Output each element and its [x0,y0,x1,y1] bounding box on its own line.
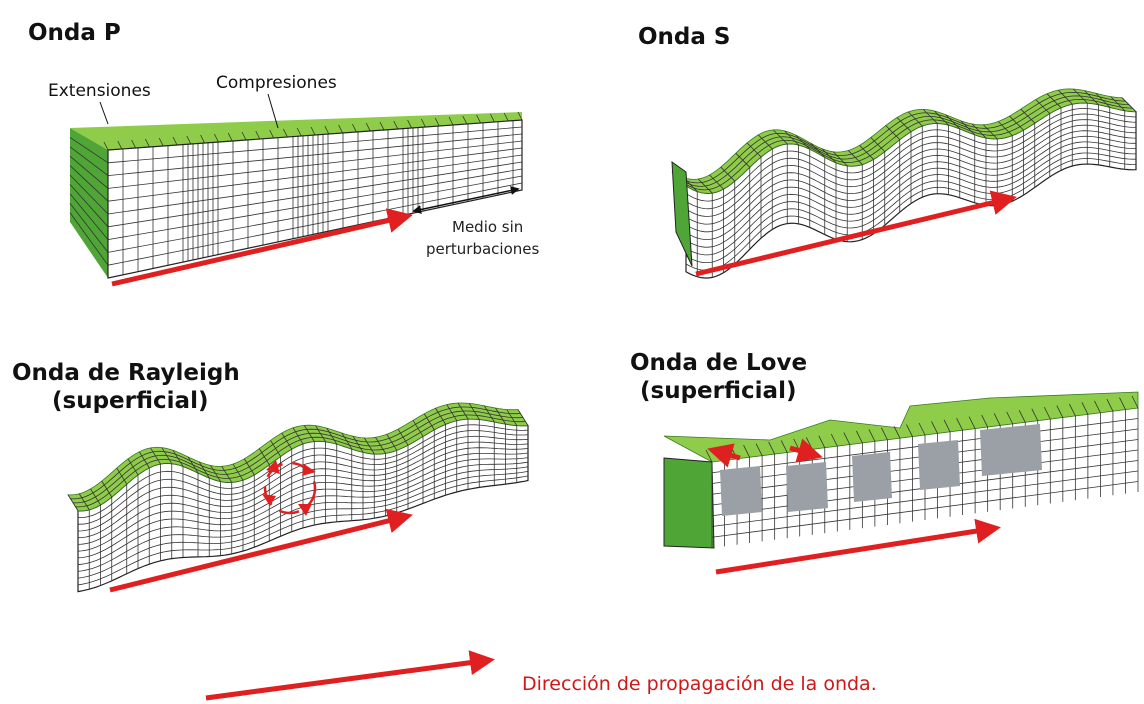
label-compressions: Compresiones [216,73,337,93]
undisturbed-span-arrow [412,186,520,214]
p-wave-panel: Onda P Extensiones Compresiones Medio si… [28,20,540,287]
p-wave-block [69,111,523,279]
s-wave-block [671,88,1138,279]
label-extensions: Extensiones [48,81,151,101]
p-wave-propagation-arrow [111,208,413,287]
rayleigh-wave-block [67,402,529,593]
rayleigh-grid [67,402,529,590]
label-undisturbed-line2: perturbaciones [426,240,540,258]
p-wave-grid [69,111,523,278]
rayleigh-wave-panel: Onda de Rayleigh (superficial) [12,360,529,593]
love-side-face [663,457,715,549]
rayleigh-top-surface [67,402,529,512]
s-wave-propagation-arrow [695,190,1017,277]
label-undisturbed-line1: Medio sin [452,218,523,236]
love-title-line2: (superficial) [640,378,796,404]
p-wave-top-surface [70,112,522,150]
legend-arrow [205,650,495,701]
p-wave-title: Onda P [28,20,121,46]
love-shear-arrow-left [707,443,741,468]
extensions-leader-line [99,101,109,125]
s-wave-side-face [671,160,693,267]
love-shear-arrow-right [789,438,823,463]
s-wave-panel: Onda S [638,24,1138,279]
s-wave-title: Onda S [638,24,730,50]
love-wave-panel: Onda de Love (superficial) [630,350,1139,575]
love-propagation-arrow [715,518,1001,575]
love-title-line1: Onda de Love [630,350,807,376]
rayleigh-propagation-arrow [109,508,413,593]
legend: Dirección de propagación de la onda. [205,650,877,701]
love-wave-block [663,391,1139,549]
s-wave-grid [671,88,1137,278]
rayleigh-title-line1: Onda de Rayleigh [12,360,240,386]
compressions-leader-line [267,93,279,129]
legend-text: Dirección de propagación de la onda. [522,673,877,695]
rayleigh-title-line2: (superficial) [52,388,208,414]
rayleigh-particle-orbit [262,460,317,516]
love-shear-cells [720,424,1042,516]
